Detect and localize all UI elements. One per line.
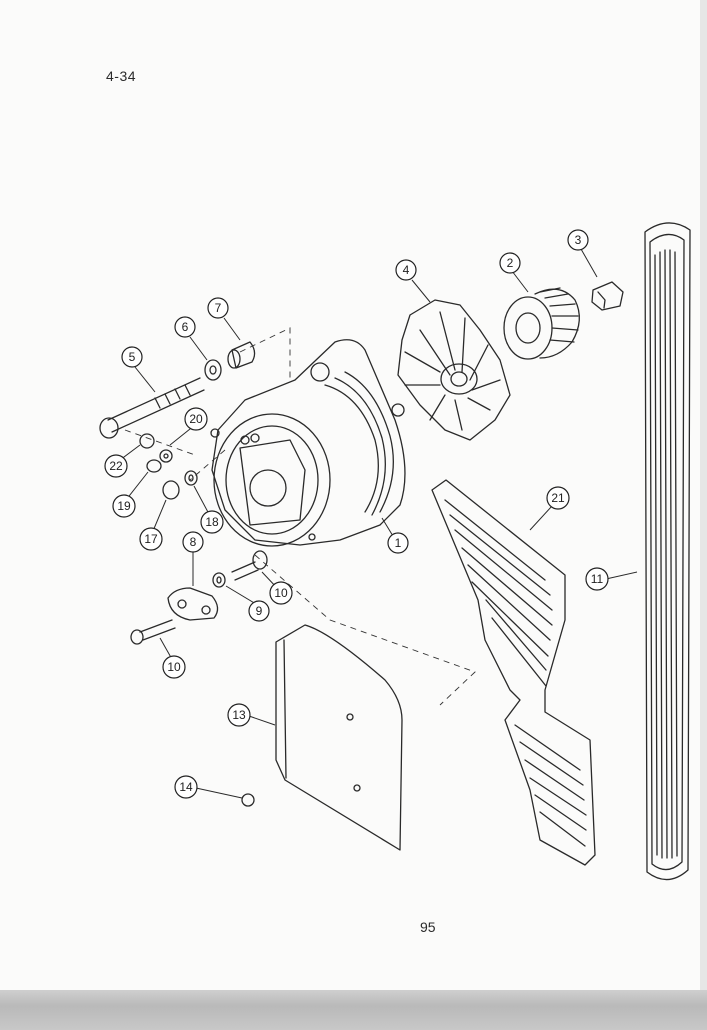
svg-text:10: 10 [167,660,181,674]
callout-14: 14 [174,775,198,799]
callout-19: 19 [112,494,136,518]
mounting-bolt [99,377,205,439]
svg-text:3: 3 [575,233,582,247]
svg-text:11: 11 [591,572,604,586]
svg-text:9: 9 [256,604,263,618]
page-header: 4-34 [106,68,137,84]
svg-text:8: 8 [190,535,197,549]
washer-6 [204,359,222,381]
callout-21: 21 [546,486,570,510]
callout-4: 4 [395,259,417,281]
svg-text:14: 14 [179,780,193,794]
small-hardware [139,433,198,500]
callout-17: 17 [139,527,163,551]
alternator-shield [275,624,403,851]
svg-text:10: 10 [274,586,288,600]
leader-lines [119,248,638,799]
heat-shield [431,479,596,866]
callout-2: 2 [499,252,521,274]
shield-nut [241,793,255,807]
callout-13: 13 [227,703,251,727]
svg-text:2: 2 [507,256,514,270]
callout-8: 8 [182,531,204,553]
callout-3: 3 [567,229,589,251]
bushing [227,341,256,369]
callout-1: 1 [387,532,409,554]
bolt-10-upper [231,550,268,581]
callout-10-lower: 10 [162,655,186,679]
scan-edge-bottom [0,990,707,1030]
callout-18: 18 [200,510,224,534]
svg-text:18: 18 [205,515,219,529]
svg-text:7: 7 [215,301,222,315]
callout-5: 5 [121,346,143,368]
adjusting-bracket [167,587,219,621]
svg-text:20: 20 [189,412,203,426]
callout-22: 22 [104,454,128,478]
bolt-10-lower [130,619,176,645]
svg-text:5: 5 [129,350,136,364]
drive-belt [644,222,691,881]
callout-20: 20 [184,407,208,431]
callout-11: 11 [585,567,609,591]
scan-edge-right [700,0,707,1030]
page-number: 95 [420,919,436,935]
svg-text:21: 21 [551,491,565,505]
callout-10-upper: 10 [269,581,293,605]
callout-7: 7 [207,297,229,319]
svg-text:6: 6 [182,320,189,334]
callout-9: 9 [248,600,270,622]
svg-text:4: 4 [403,263,410,277]
svg-text:22: 22 [109,459,123,473]
pulley [503,287,580,360]
svg-text:1: 1 [395,536,402,550]
alternator [210,339,406,547]
cooling-fan [397,299,511,441]
svg-text:19: 19 [117,499,131,513]
svg-text:13: 13 [232,708,246,722]
washer-9 [212,572,226,588]
pulley-nut [591,281,624,311]
svg-text:17: 17 [144,532,158,546]
callout-6: 6 [174,316,196,338]
